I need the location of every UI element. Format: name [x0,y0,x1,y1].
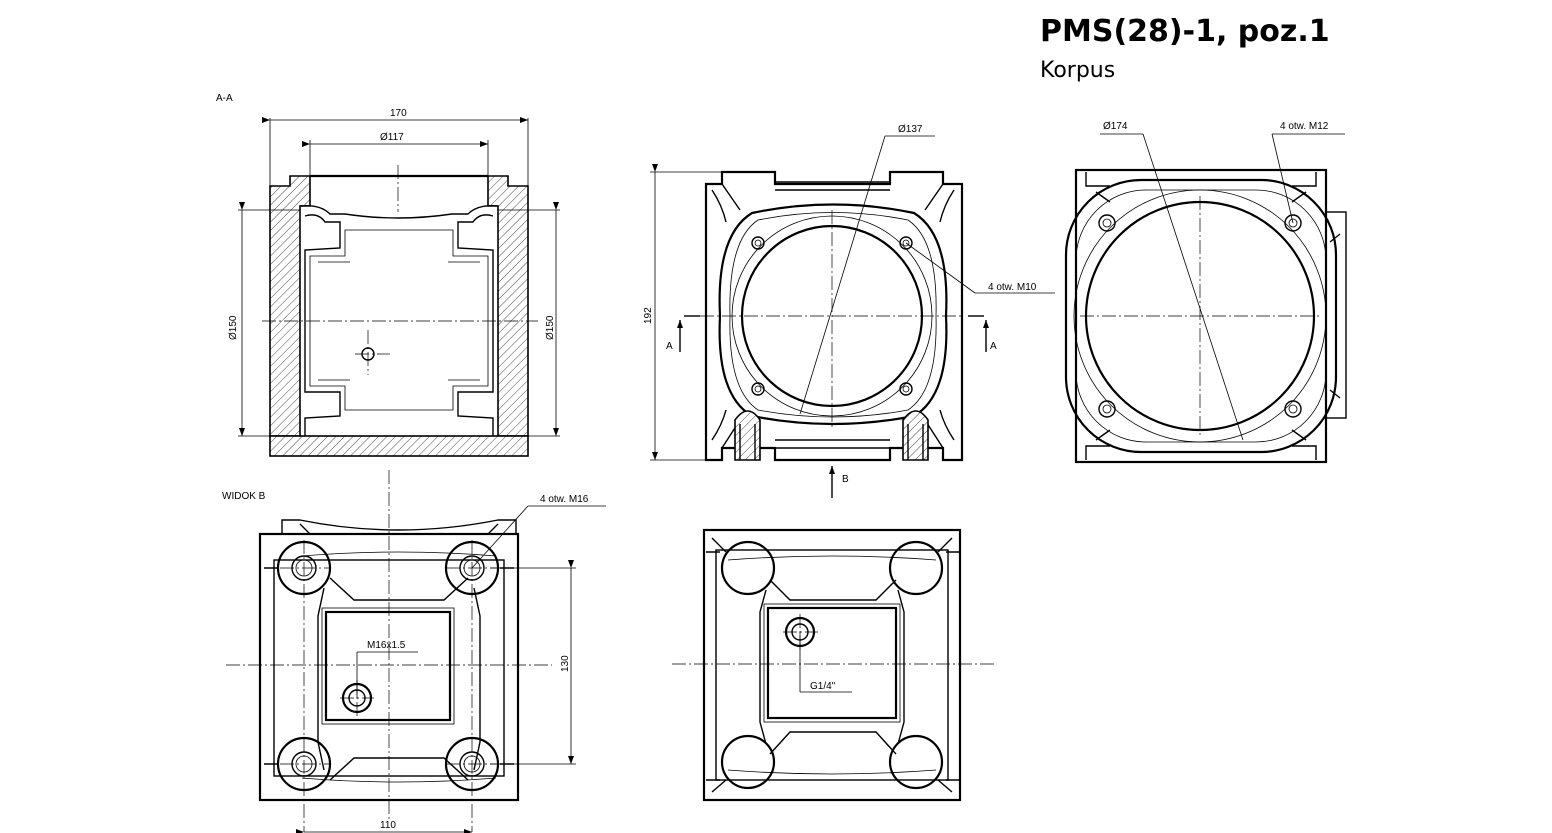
dim-right: Ø150 [545,315,556,340]
bottom-bosses [720,540,944,790]
left-boss-section [734,410,761,461]
section-arrow-left: A [666,341,673,352]
dim-vertical: 130 [560,655,571,672]
holes-m16-label: 4 otw. M16 [540,494,589,505]
thread-m16-label: M16x1.5 [367,640,406,651]
m12-bolt-holes [1098,214,1302,418]
left-wall-section [269,175,311,437]
view-b: WIDOK B 4 otw [222,470,606,833]
view-arrow-b: B [842,474,849,485]
m16-bosses [276,540,500,792]
dim-horizontal: 110 [380,820,396,831]
holes-m12-label: 4 otw. M12 [1280,121,1329,132]
front-view: Ø137 4 otw. M10 192 A A B [643,124,1055,498]
dim-flange-front: Ø137 [898,124,923,135]
view-b-label: WIDOK B [222,491,266,502]
right-boss-section [902,410,929,461]
dim-left: Ø150 [228,315,239,340]
drawing-title: PMS(28)-1, poz.1 [1040,14,1330,49]
section-aa-view: A-A 170 Ø117 Ø150 [216,93,560,457]
dim-height: 192 [643,307,654,324]
dim-bore: Ø117 [380,132,404,143]
thread-g14-label: G1/4" [810,681,836,692]
dim-width: 170 [390,108,407,119]
bottom-wall-section [269,435,529,457]
drawing-subtitle: Korpus [1040,58,1116,83]
side-view: Ø174 4 otw. M12 [1064,121,1347,464]
dim-flange-side: Ø174 [1103,121,1128,132]
section-arrow-right: A [990,341,997,352]
m10-bolt-holes [751,236,913,396]
right-wall-section [487,175,529,437]
holes-m10-label: 4 otw. M10 [988,282,1037,293]
section-aa-label: A-A [216,93,233,104]
bottom-view: G1/4" [672,528,996,802]
